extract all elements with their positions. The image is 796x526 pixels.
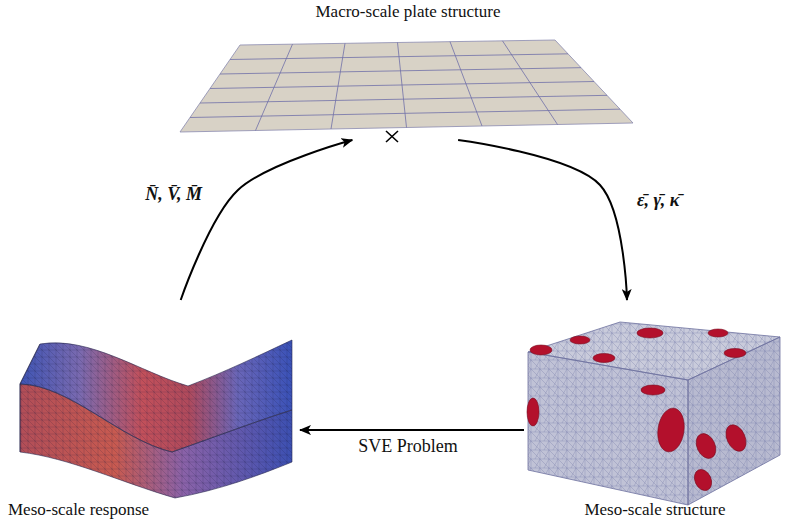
meso-response: Meso-scale response — [4, 300, 300, 522]
meso-block — [527, 322, 780, 505]
edge-label: N̄, V̄, M̄ — [142, 183, 205, 206]
edge-label: ε̄, γ̄, κ̄ — [634, 189, 682, 212]
meso-structure: Meso-scale structure — [524, 300, 786, 522]
edge-label: SVE Problem — [355, 435, 461, 458]
flow-arrow — [181, 140, 353, 300]
flow-arrow — [458, 140, 627, 300]
grid-line — [210, 82, 594, 89]
grid-line — [190, 109, 620, 117]
meso-response — [20, 340, 292, 498]
macro-plate: Macro-scale plate structure — [176, 0, 640, 140]
grid-line — [200, 95, 607, 103]
caption-text: Macro-scale plate structure — [315, 2, 500, 22]
grid-line — [503, 41, 558, 125]
evaluation-point — [386, 131, 398, 142]
caption-text: Meso-scale structure — [584, 500, 725, 520]
plate — [180, 40, 633, 142]
flow-arrow — [300, 429, 524, 431]
grid-line — [450, 42, 482, 126]
caption-text: Meso-scale response — [8, 500, 149, 520]
